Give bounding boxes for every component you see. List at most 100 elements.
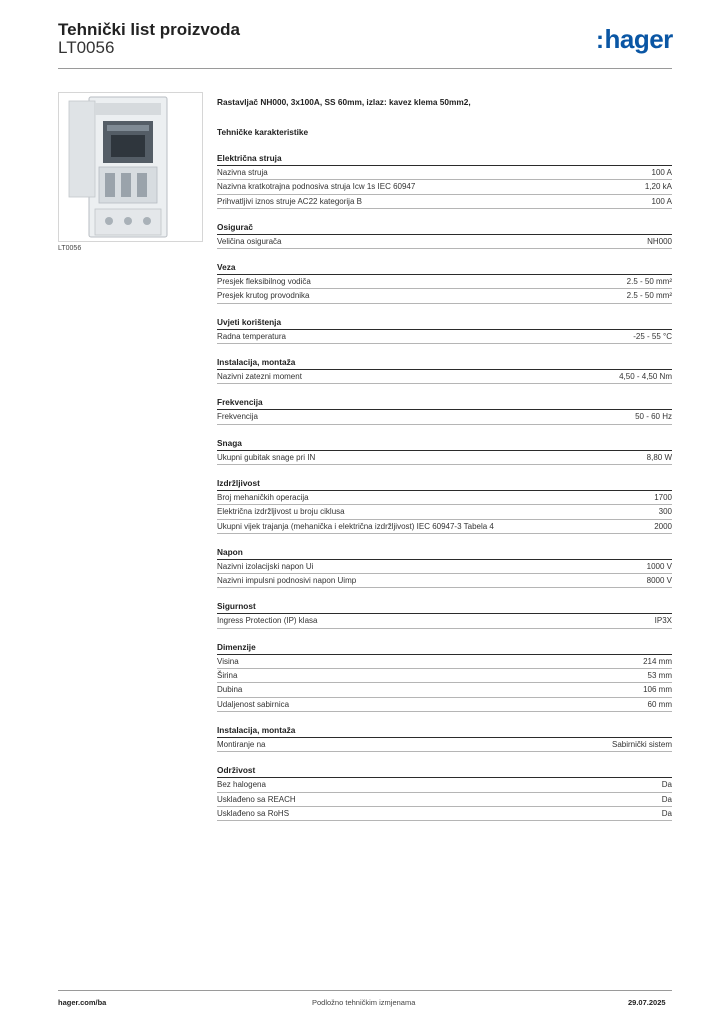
- spec-row: Nazivna struja 100 A: [217, 166, 672, 181]
- spec-value: 2.5 - 50 mm²: [626, 291, 672, 301]
- brand-logo: :hager: [596, 24, 674, 54]
- spec-value: 300: [658, 507, 672, 517]
- spec-value: 214 mm: [643, 656, 672, 666]
- spec-value: 100 A: [651, 168, 672, 177]
- spec-value: 8,80 W: [646, 452, 672, 462]
- spec-value: Da: [661, 794, 672, 804]
- spec-value: 8000 V: [646, 576, 672, 586]
- spec-value: NH000: [647, 236, 672, 246]
- section-title: Izdržljivost: [217, 478, 672, 491]
- spec-row: Ukupni vijek trajanja (mehanička i elekt…: [217, 520, 672, 534]
- product-image: [58, 92, 203, 242]
- section-title: Napon: [217, 547, 672, 560]
- spec-value: 2.5 - 50 mm²: [626, 277, 672, 287]
- spec-value: 60 mm: [647, 699, 672, 709]
- spec-label: Nazivni zatezni moment: [217, 372, 302, 382]
- spec-label: Radna temperatura: [217, 331, 286, 341]
- spec-row: Električna izdržljivost u broju ciklusa 3…: [217, 505, 672, 520]
- spec-value: IP3X: [654, 616, 672, 626]
- spec-content: Rastavljač NH000, 3x100A, SS 60mm, izlaz…: [217, 97, 672, 834]
- spec-label: Frekvencija: [217, 412, 258, 422]
- section-title: Instalacija, montaža: [217, 357, 672, 371]
- spec-label: Montiranje na: [217, 739, 266, 749]
- product-code: LT0056: [58, 38, 115, 57]
- spec-label: Dubina: [217, 685, 243, 695]
- section-title: Održivost: [217, 765, 672, 779]
- footer-date: 29.07.2025: [628, 998, 666, 1007]
- spec-label: Nazivni izolacijski napon Ui: [217, 561, 314, 571]
- spec-label: Nazivna kratkotrajna podnosiva struja Ic…: [217, 182, 416, 192]
- spec-label: Broj mehaničkih operacija: [217, 492, 309, 502]
- spec-label: Presjek fleksibilnog vodiča: [217, 277, 311, 287]
- product-description: Rastavljač NH000, 3x100A, SS 60mm, izlaz…: [217, 97, 471, 107]
- spec-value: 4,50 - 4,50 Nm: [619, 372, 672, 382]
- spec-row: Nazivni izolacijski napon Ui 1000 V: [217, 560, 672, 575]
- page-title: Tehnički list proizvoda: [58, 20, 240, 39]
- spec-value: 100 A: [651, 196, 672, 206]
- logo-text: hager: [604, 24, 674, 54]
- spec-value: Da: [661, 780, 672, 790]
- spec-value: 1,20 kA: [644, 182, 672, 192]
- spec-row: Ingress Protection (IP) klasa IP3X: [217, 614, 672, 629]
- spec-label: Visina: [217, 656, 239, 666]
- spec-label: Udaljenost sabirnica: [217, 699, 290, 709]
- spec-value: Da: [661, 808, 672, 818]
- characteristics-heading: Tehničke karakteristike: [217, 127, 309, 137]
- spec-row: Nazivni impulsni podnosivi napon Uimp 800…: [217, 574, 672, 589]
- fuse-switch-illustration: [68, 96, 168, 238]
- section-title: Dimenzije: [217, 642, 672, 655]
- spec-label: Nazivna struja: [217, 168, 268, 177]
- spec-value: Sabirnički sistem: [611, 739, 672, 749]
- spec-label: Veličina osigurača: [217, 236, 282, 246]
- spec-value: 2000: [654, 521, 672, 531]
- spec-row: Nazivni zatezni moment 4,50 - 4,50 Nm: [217, 370, 672, 385]
- section-title: Uvjeti korištenja: [217, 317, 672, 330]
- spec-row: Usklađeno sa REACH Da: [217, 793, 672, 807]
- spec-label: Prihvatljivi iznos struje AC22 kategorij…: [217, 196, 362, 206]
- spec-row: Presjek krutog provodnika 2.5 - 50 mm²: [217, 289, 672, 304]
- spec-row: Udaljenost sabirnica 60 mm: [217, 698, 672, 712]
- image-caption: LT0056: [58, 245, 82, 252]
- spec-row: Visina 214 mm: [217, 655, 672, 670]
- section-title: Instalacija, montaža: [217, 725, 672, 738]
- spec-value: -25 - 55 °C: [633, 331, 672, 341]
- spec-value: 53 mm: [647, 671, 672, 681]
- spec-label: Električna izdržljivost u broju ciklusa: [217, 507, 345, 517]
- section-title: Veza: [217, 262, 672, 276]
- spec-value: 106 mm: [643, 685, 672, 695]
- spec-label: Nazivni impulsni podnosivi napon Uimp: [217, 576, 357, 586]
- footer-note: Podložno tehničkim izmjenama: [312, 998, 416, 1007]
- spec-value: 1000 V: [646, 561, 672, 571]
- section-title: Sigurnost: [217, 601, 672, 615]
- section-title: Snaga: [217, 438, 672, 451]
- spec-value: 50 - 60 Hz: [635, 412, 672, 422]
- spec-row: Nazivna kratkotrajna podnosiva struja Ic…: [217, 180, 672, 195]
- spec-row: Dubina 106 mm: [217, 683, 672, 698]
- spec-label: Presjek krutog provodnika: [217, 291, 310, 301]
- spec-row: Presjek fleksibilnog vodiča 2.5 - 50 mm²: [217, 275, 672, 290]
- spec-label: Usklađeno sa REACH: [217, 794, 296, 804]
- spec-row: Veličina osigurača NH000: [217, 235, 672, 250]
- spec-row: Montiranje na Sabirnički sistem: [217, 738, 672, 753]
- footer-divider: [58, 990, 672, 991]
- spec-label: Ukupni vijek trajanja (mehanička i elekt…: [217, 521, 494, 531]
- section-title: Frekvencija: [217, 397, 672, 411]
- header-divider: [58, 68, 672, 69]
- spec-label: Ingress Protection (IP) klasa: [217, 616, 318, 626]
